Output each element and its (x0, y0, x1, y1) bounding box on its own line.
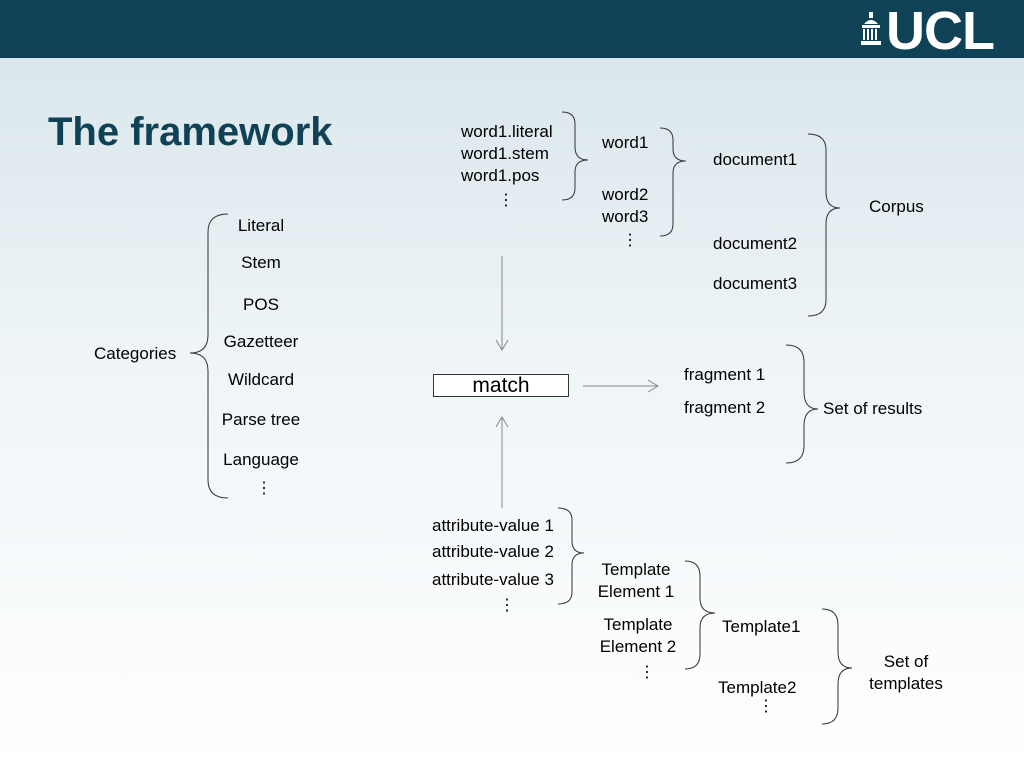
word-attrs-more: ⋮ (498, 192, 514, 209)
category-wildcard: Wildcard (227, 370, 295, 389)
match-box: match (433, 374, 569, 397)
portico-icon (861, 12, 882, 45)
category-parse-tree: Parse tree (221, 410, 301, 429)
fragment1-label: fragment 1 (684, 365, 766, 384)
document2-label: document2 (713, 234, 798, 253)
template-elements-more: ⋮ (639, 664, 655, 681)
attr-value-3: attribute-value 3 (432, 570, 554, 589)
words-brace (659, 127, 687, 237)
header-bar: UCL (0, 0, 1024, 58)
category-stem: Stem (241, 253, 281, 272)
word-attr-stem: word1.stem (461, 144, 549, 163)
categories-label: Categories (94, 344, 177, 363)
results-label: Set of results (823, 399, 923, 418)
ucl-logo: UCL (860, 1, 995, 61)
category-gazetteer: Gazetteer (223, 332, 299, 351)
word1-label: word1 (602, 133, 649, 152)
template-elements-brace (684, 560, 716, 670)
template1-label: Template1 (722, 617, 801, 636)
word-attr-literal: word1.literal (461, 122, 553, 141)
category-language: Language (223, 450, 299, 469)
logo-text: UCL (886, 1, 995, 61)
documents-brace (807, 133, 841, 317)
document1-label: document1 (713, 150, 798, 169)
document3-label: document3 (713, 274, 798, 293)
category-literal: Literal (237, 216, 285, 235)
categories-brace (189, 213, 229, 499)
attr-values-more: ⋮ (499, 597, 515, 614)
categories-more: ⋮ (256, 480, 272, 497)
word3-label: word3 (602, 207, 649, 226)
word2-label: word2 (602, 185, 649, 204)
word-attrs-brace (561, 111, 589, 201)
attr-value-1: attribute-value 1 (432, 516, 554, 535)
attr-values-brace (557, 507, 585, 605)
attr-value-2: attribute-value 2 (432, 542, 554, 561)
fragment2-label: fragment 2 (684, 398, 766, 417)
templates-brace (821, 608, 853, 725)
set-of-templates-label: Set of templates (869, 652, 943, 693)
page-title: The framework (48, 110, 333, 154)
words-more: ⋮ (622, 232, 638, 249)
corpus-label: Corpus (869, 197, 924, 216)
templates-more: ⋮ (758, 698, 774, 715)
template-element-1: Template Element 1 (597, 560, 675, 601)
category-pos: POS (243, 295, 279, 314)
fragments-brace (785, 344, 819, 464)
word-attr-pos: word1.pos (461, 166, 540, 185)
template-element-2: Template Element 2 (599, 615, 677, 656)
template2-label: Template2 (718, 678, 797, 697)
